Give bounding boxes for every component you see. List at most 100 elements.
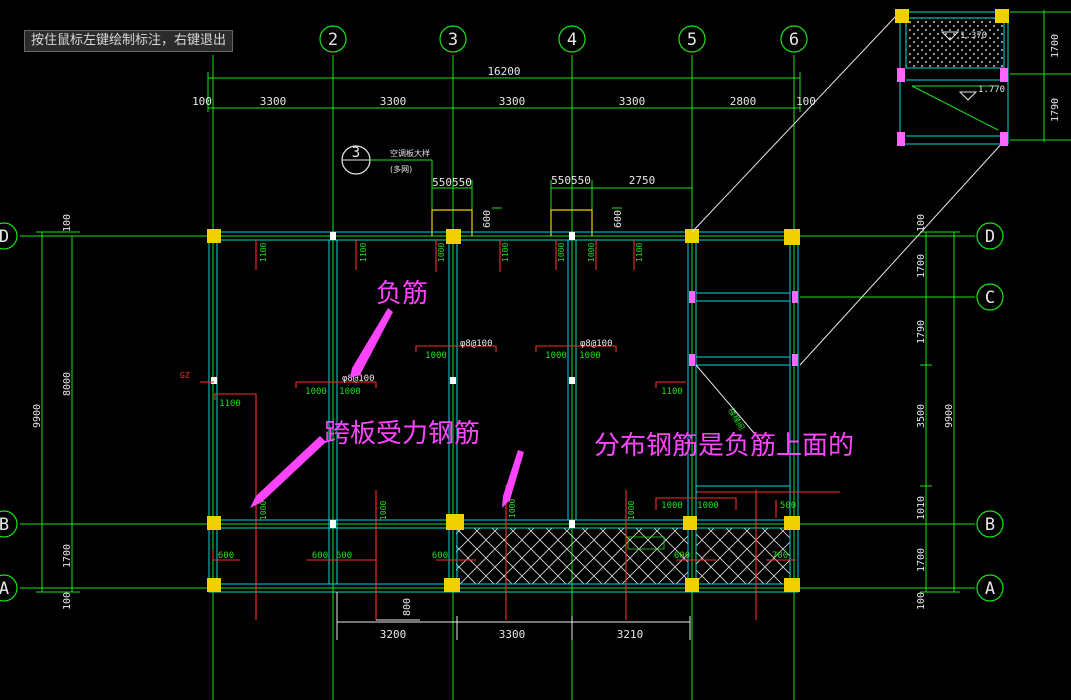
rebar-low-5: 600 [674, 551, 690, 561]
dimension-lines-top [207, 72, 801, 236]
rebar-len-4: 1100 [501, 243, 510, 262]
axis-label-3: 3 [448, 30, 458, 50]
dim-bottom-span-2: 3300 [499, 628, 526, 641]
dim-stub-1: 600 [482, 210, 493, 228]
annotation-arrows [250, 308, 524, 508]
dim-bottom-span-1: 3200 [380, 628, 407, 641]
section-number: 3 [352, 145, 360, 161]
section-title: 空调板大样 [390, 148, 430, 158]
columns [207, 229, 800, 592]
axis-label-d-left: D [0, 227, 9, 247]
dim-top-span-1: 3300 [260, 95, 287, 108]
dim-bottom-span-3: 3210 [617, 628, 644, 641]
rebar-mid-7: 1100 [661, 387, 683, 397]
gz-label: GZ [180, 371, 190, 380]
axis-label-b-right: B [985, 515, 995, 535]
rebar-spec-b: φ8@100 [580, 339, 613, 349]
stair-label: 楼梯间 [726, 406, 747, 432]
rebar-mid-2: 1000 [545, 351, 567, 361]
rebar-len-2: 1100 [359, 243, 368, 262]
rebar-mid-4: 1000 [305, 387, 327, 397]
rebar-mid-6: 1100 [219, 399, 241, 409]
dim-total-top: 16200 [487, 65, 520, 78]
dim-right-span-4: 1700 [916, 548, 927, 572]
rebar-len-8: 1000 [259, 501, 268, 520]
axis-label-a-left: A [0, 579, 9, 599]
rebar-spec-c: φ8@100 [342, 374, 375, 384]
dim-left-total: 9900 [32, 404, 43, 428]
dim-detail-c: 2750 [629, 174, 656, 187]
axis-bubbles-top [0, 25, 1004, 602]
stair-diagonal [695, 364, 761, 441]
rebar-len-1: 1100 [259, 243, 268, 262]
dim-stub-2: 600 [613, 210, 624, 228]
dim-left-inner: 8000 [62, 372, 73, 396]
dim-top-span-5: 2800 [730, 95, 757, 108]
status-hint: 按住鼠标左键绘制标注，右键退出 [24, 30, 234, 52]
dimension-lines-right [920, 231, 960, 593]
dim-right-span-2: 1790 [916, 320, 927, 344]
dim-top-span-4: 3300 [619, 95, 646, 108]
dim-detail-a: 550550 [432, 176, 472, 189]
dim-right-edge-bottom: 100 [916, 592, 927, 610]
hatched-slab-right [696, 528, 790, 584]
axis-label-5: 5 [687, 30, 697, 50]
dimension-lines-bottom [336, 592, 691, 640]
dim-right-total: 9900 [944, 404, 955, 428]
dim-right-edge-top: 100 [916, 214, 927, 232]
rebar-spec-a: φ8@100 [460, 339, 493, 349]
rebar-mid-8: 1000 [661, 501, 683, 511]
ac-board-outlines [431, 209, 593, 236]
rebar-len-3: 1000 [437, 243, 446, 262]
inset-level-1: 1.370 [960, 31, 987, 41]
section-mark: 3 空调板大样 (多网) [341, 145, 433, 180]
rebar-mid-9: 1000 [697, 501, 719, 511]
column-small-marks [211, 232, 575, 528]
dim-detail-b: 550550 [551, 174, 591, 187]
dim-top-span-2: 3300 [380, 95, 407, 108]
rebar-mid-1: 1000 [425, 351, 447, 361]
dim-top-edge-right: 100 [796, 95, 816, 108]
dim-left-bottom-edge: 100 [62, 592, 73, 610]
axis-label-6: 6 [789, 30, 799, 50]
dim-top-edge-left: 100 [192, 95, 212, 108]
dim-left-lower: 1700 [62, 544, 73, 568]
rebar-low-4: 600 [432, 551, 448, 561]
rebar-low-2: 600 [312, 551, 328, 561]
axis-label-c-right: C [985, 288, 995, 308]
dim-left-top-edge: 100 [62, 214, 73, 232]
axis-label-2: 2 [328, 30, 338, 50]
dim-right-span-1: 1700 [916, 254, 927, 278]
section-subtitle: (多网) [390, 164, 412, 174]
annotation-distribution-rebar: 分布钢筋是负筋上面的 [594, 431, 854, 461]
rebar-len-10: 1000 [508, 499, 517, 518]
inset-level-2: 1.770 [978, 85, 1005, 95]
rebar-low-1: 600 [218, 551, 234, 561]
rebar-len-7: 1100 [635, 243, 644, 262]
rebar-mid-5: 1000 [339, 387, 361, 397]
rebar-low-6: 700 [772, 551, 788, 561]
inset-dim-1: 1700 [1050, 34, 1061, 58]
axis-label-a-right: A [985, 579, 995, 599]
axis-label-4: 4 [567, 30, 577, 50]
rebar-mid-10: 500 [780, 501, 796, 511]
dim-bottom-drop: 800 [402, 598, 413, 616]
dim-right-span-3: 1010 [916, 496, 927, 520]
rebar-len-9: 1000 [379, 501, 388, 520]
rebar-len-5: 1000 [557, 243, 566, 262]
rebar-lines [200, 240, 840, 620]
grid-lines [20, 55, 975, 700]
annotation-span-rebar: 跨板受力钢筋 [324, 419, 480, 449]
rebar-mid-3: 1000 [579, 351, 601, 361]
rebar-low-3: 600 [336, 551, 352, 561]
rebar-len-11: 1000 [627, 501, 636, 520]
dim-top-span-3: 3300 [499, 95, 526, 108]
annotation-negative-rebar: 负筋 [376, 279, 428, 309]
axis-label-b-left: B [0, 515, 9, 535]
dim-right-mid: 3500 [916, 404, 927, 428]
dimension-lines-left [36, 231, 80, 593]
inset-detail [691, 9, 1071, 366]
stair-tag-box [627, 536, 665, 550]
axis-label-d-right: D [985, 227, 995, 247]
